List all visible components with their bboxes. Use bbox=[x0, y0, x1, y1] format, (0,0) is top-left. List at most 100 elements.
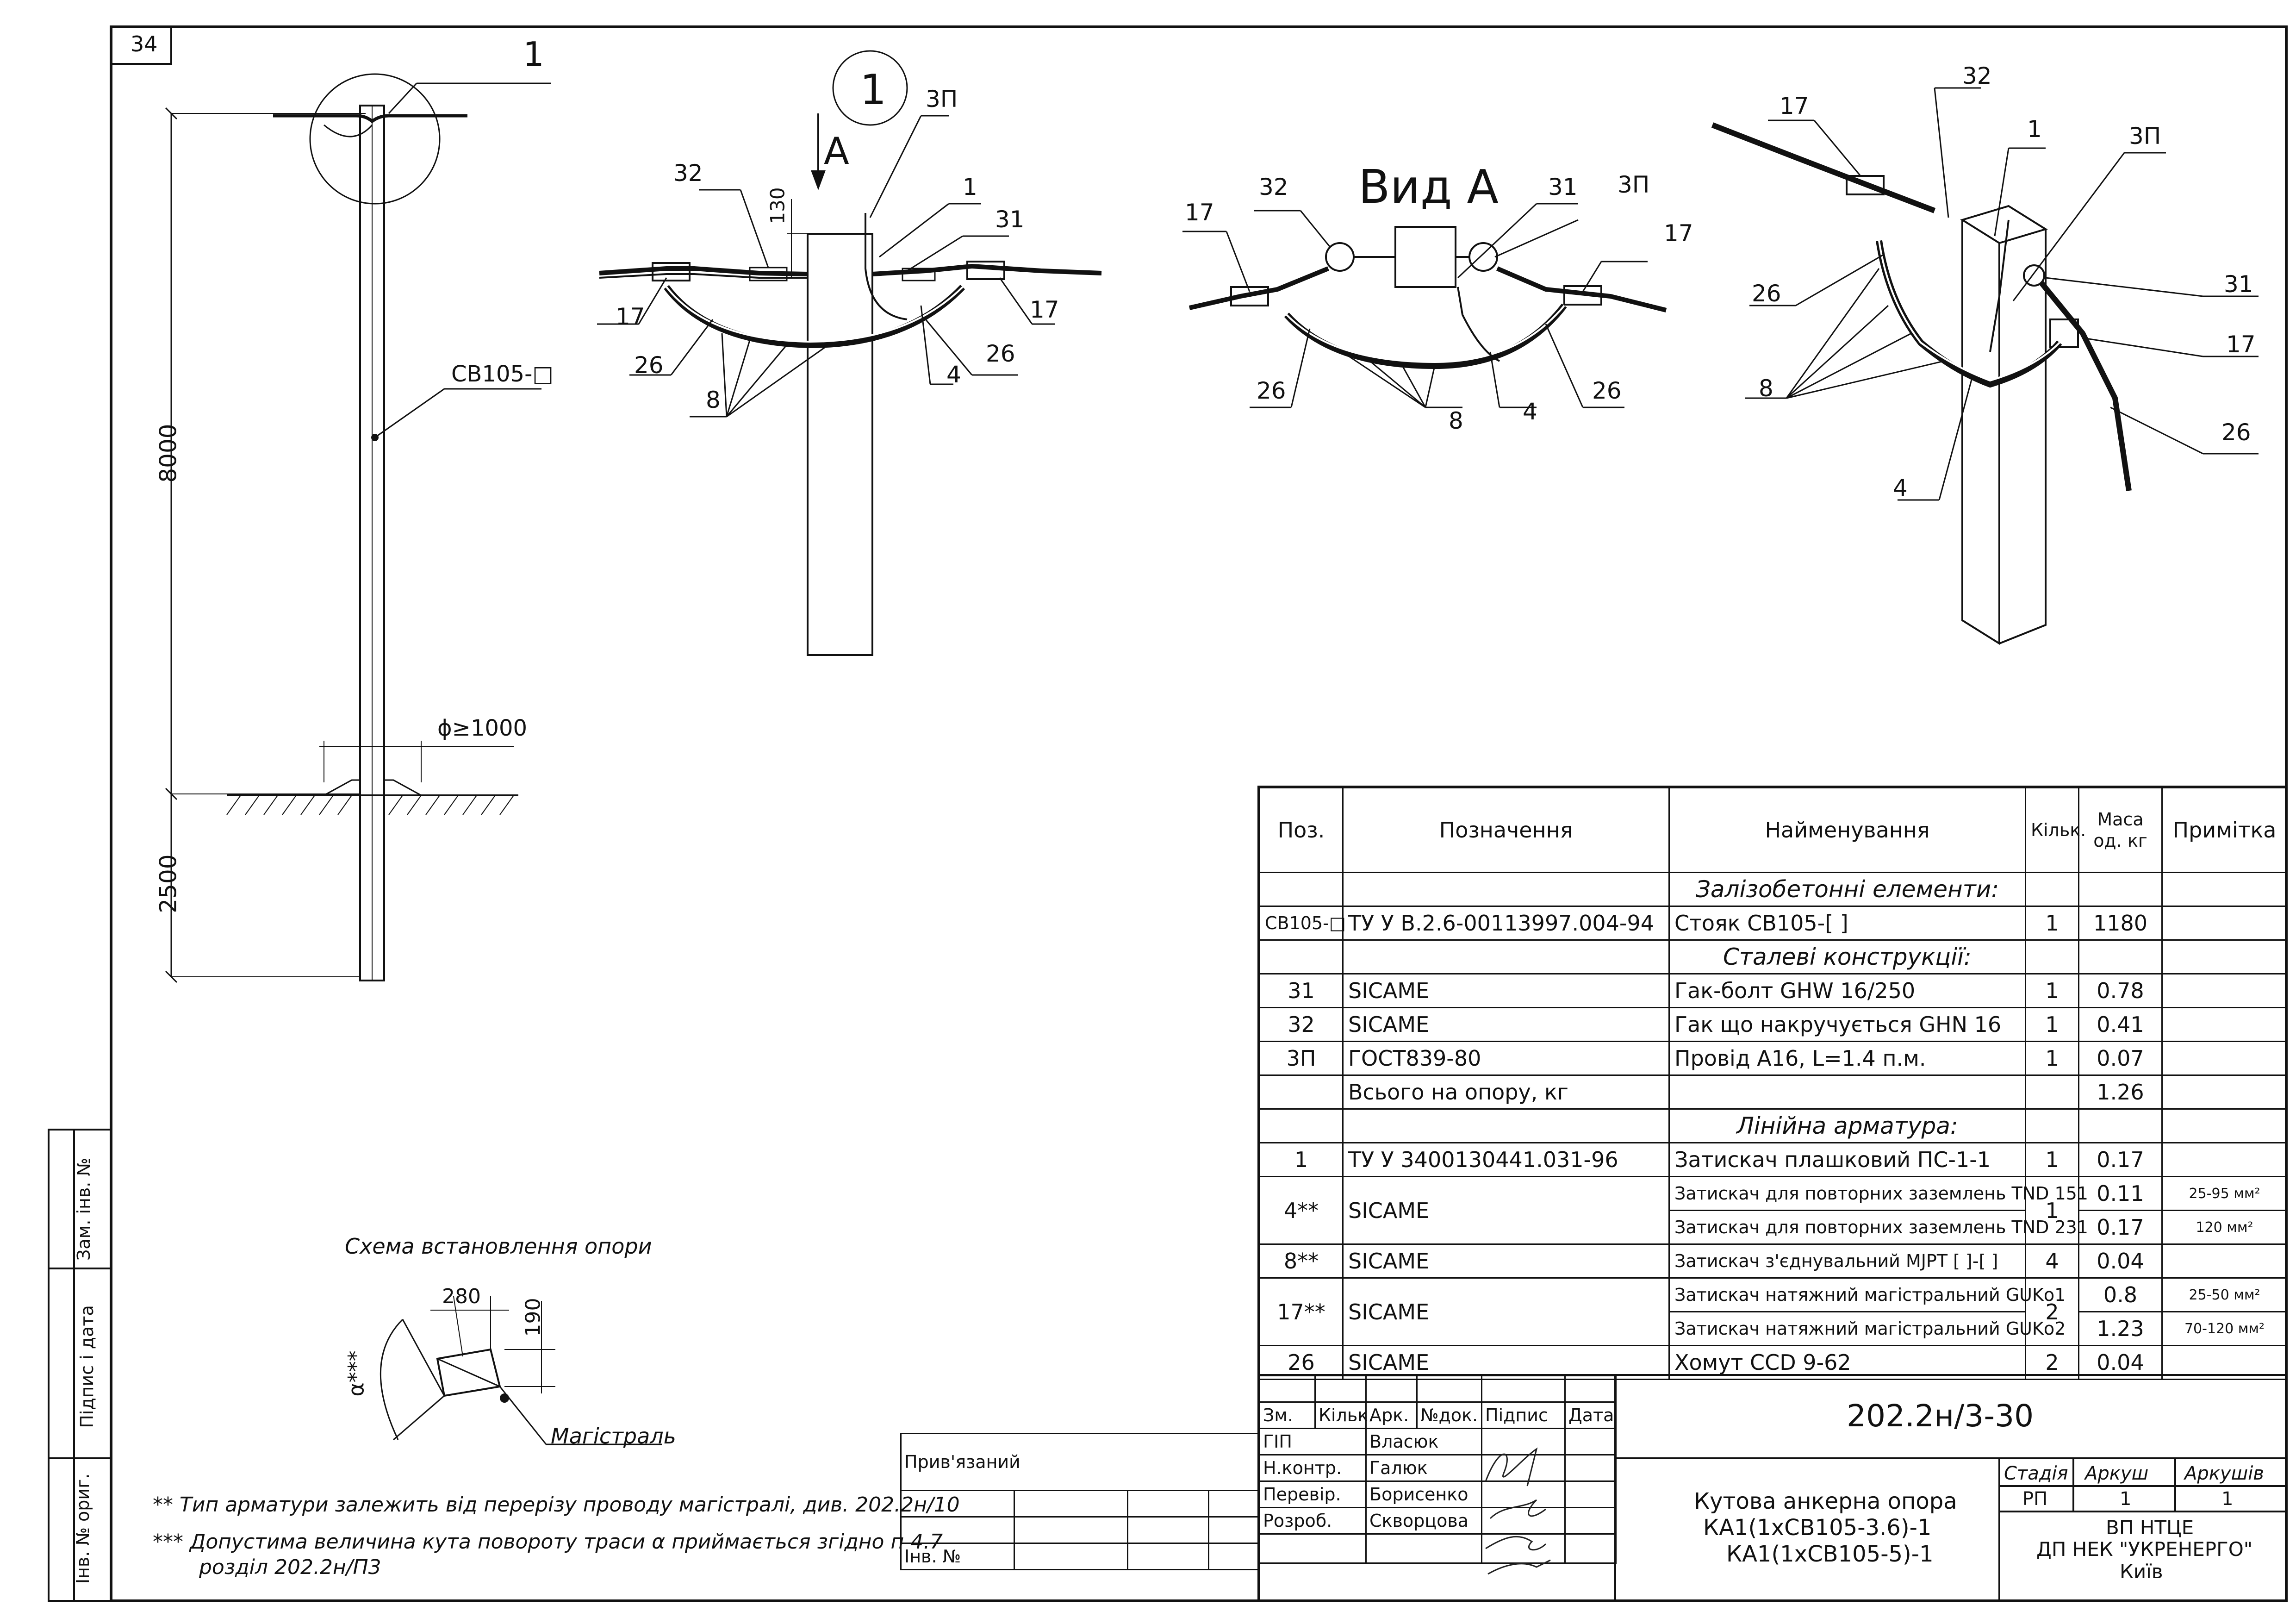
side-stamp-inv-orig: Інв. № ориг. bbox=[73, 1473, 93, 1584]
iso-label-32: 32 bbox=[1962, 62, 1992, 89]
signature bbox=[1481, 1507, 1566, 1535]
depth-below-dim: 2500 bbox=[155, 854, 182, 913]
va-label-26-left: 26 bbox=[1257, 377, 1286, 404]
view-arrow-label: А bbox=[824, 130, 849, 173]
view-a bbox=[1182, 203, 1667, 408]
table-row: Затискач для повторних заземлень TND 231… bbox=[1260, 1210, 2288, 1245]
d1-label-32: 32 bbox=[673, 160, 703, 187]
iso-label-26-right: 26 bbox=[2221, 419, 2251, 446]
install-scheme bbox=[380, 1296, 662, 1445]
va-label-31: 31 bbox=[1548, 174, 1578, 200]
table-row: 26 SICAME Хомут CCD 9-62 2 0.04 bbox=[1259, 1345, 2288, 1380]
table-row: Лінійна арматура: bbox=[1259, 1108, 2288, 1143]
table-row: 17** SICAME Затискач натяжний магістраль… bbox=[1259, 1277, 2288, 1346]
d1-label-1: 1 bbox=[963, 174, 977, 200]
title-line-3: КА1(1хСВ105-5)-1 bbox=[1726, 1541, 1934, 1567]
header-qty: Кільк. bbox=[2025, 787, 2086, 873]
angle-alpha: α*** bbox=[343, 1350, 369, 1397]
table-row: 3П ГОСТ839-80 Провід А16, L=1.4 п.м. 1 0… bbox=[1259, 1041, 2288, 1076]
iso-view bbox=[1711, 87, 2259, 645]
rev-header-row: Зм. Кільк. Арк. №док. Підпис Дата bbox=[1259, 1401, 1617, 1429]
table-row: 8** SICAME Затискач з'єднувальний MJPT [… bbox=[1259, 1243, 2288, 1279]
title-line-1: Кутова анкерна опора bbox=[1694, 1488, 1957, 1514]
d1-label-26-right: 26 bbox=[986, 340, 1015, 367]
iso-label-17-right: 17 bbox=[2226, 331, 2256, 358]
pole-view bbox=[165, 73, 551, 983]
d1-label-3p: 3П bbox=[926, 86, 958, 112]
header-mass: Маса од. кг bbox=[2078, 787, 2163, 873]
table-row: СВ105-□ ТУ У В.2.6-00113997.004-94 Стояк… bbox=[1259, 906, 2288, 941]
d1-label-4: 4 bbox=[946, 361, 961, 388]
table-row: Сталеві конструкції: bbox=[1259, 939, 2288, 974]
table-row: Затискач натяжний магістральний GUKо2 1.… bbox=[1260, 1311, 2288, 1346]
sheets-label: Аркушів bbox=[2184, 1463, 2264, 1484]
table-row: Всього на опору, кг 1.26 bbox=[1259, 1074, 2288, 1110]
pit-diameter-dim: ϕ≥1000 bbox=[437, 715, 528, 741]
d1-label-26-left: 26 bbox=[634, 352, 664, 379]
header-name: Найменування bbox=[1668, 787, 2026, 873]
iso-label-3p: 3П bbox=[2129, 123, 2161, 150]
va-label-3p: 3П bbox=[1618, 171, 1650, 198]
detail-circle bbox=[309, 73, 441, 205]
iso-label-31: 31 bbox=[2224, 271, 2253, 298]
signature bbox=[1481, 1454, 1566, 1482]
staff-row: Розроб. Скворцова bbox=[1259, 1507, 1617, 1535]
dim-190: 190 bbox=[521, 1298, 545, 1337]
staff-row: Н.контр. Галюк bbox=[1259, 1454, 1617, 1482]
binding-block: Прив'язаний Інв. № bbox=[900, 1433, 1261, 1570]
iso-label-8: 8 bbox=[1759, 375, 1773, 402]
spec-header-row: Поз. Позначення Найменування Кільк. Маса… bbox=[1259, 787, 2288, 873]
stage-value: РП bbox=[2022, 1488, 2048, 1510]
inv-no-label: Інв. № bbox=[900, 1543, 1015, 1570]
signature bbox=[1481, 1428, 1566, 1455]
header-pos: Поз. bbox=[1259, 787, 1344, 873]
section-concrete: Залізобетонні елементи: bbox=[1668, 872, 2026, 907]
sheets-value: 1 bbox=[2221, 1488, 2234, 1510]
org-line-1: ВП НТЦЕ bbox=[2106, 1516, 2194, 1539]
pole-callout: 1 bbox=[523, 35, 544, 74]
total-mass: 1.26 bbox=[2078, 1074, 2163, 1110]
sheet-value: 1 bbox=[2120, 1488, 2132, 1510]
iso-label-1: 1 bbox=[2027, 116, 2042, 143]
d1-label-8: 8 bbox=[706, 387, 721, 413]
dim-130: 130 bbox=[766, 187, 789, 225]
iso-label-4: 4 bbox=[1893, 475, 1908, 501]
staff-block: Зм. Кільк. Арк. №док. Підпис Дата ГІП Вл… bbox=[1259, 1375, 1617, 1564]
sheet-number-box bbox=[110, 26, 172, 65]
staff-row: Перевір. Борисенко bbox=[1259, 1480, 1617, 1508]
side-stamp bbox=[48, 1129, 112, 1602]
side-stamp-zam-inv: Зам. інв. № bbox=[73, 1158, 94, 1261]
height-above-dim: 8000 bbox=[155, 424, 182, 483]
va-label-4: 4 bbox=[1523, 398, 1537, 425]
va-label-17-right: 17 bbox=[1664, 220, 1693, 247]
va-label-26-right: 26 bbox=[1592, 377, 1622, 404]
va-label-8: 8 bbox=[1449, 407, 1463, 434]
title-line-2: КА1(1хСВ105-3.6)-1 bbox=[1703, 1515, 1932, 1541]
header-note: Примітка bbox=[2161, 787, 2288, 873]
table-row: 32 SICAME Гак що накручується GHN 16 1 0… bbox=[1259, 1007, 2288, 1042]
va-label-32: 32 bbox=[1259, 174, 1288, 200]
side-stamp-pidpys: Підпис і дата bbox=[76, 1305, 97, 1428]
va-label-17-left: 17 bbox=[1185, 199, 1214, 226]
pole-label: СВ105-□ bbox=[451, 361, 554, 387]
signature bbox=[1481, 1480, 1566, 1508]
iso-label-17-top: 17 bbox=[1780, 93, 1809, 119]
d1-label-17-left: 17 bbox=[616, 303, 645, 330]
dim-280: 280 bbox=[442, 1285, 481, 1308]
note-1: ** Тип арматури залежить від перерізу пр… bbox=[153, 1493, 960, 1517]
detail-circle-label: 1 bbox=[860, 66, 887, 114]
install-scheme-title: Схема встановлення опори bbox=[345, 1234, 652, 1259]
note-2: *** Допустима величина кута повороту тра… bbox=[153, 1530, 943, 1554]
org-line-2: ДП НЕК "УКРЕНЕРГО" bbox=[2036, 1538, 2253, 1561]
d1-label-17-right: 17 bbox=[1030, 296, 1059, 323]
sheet-label: Аркуш bbox=[2085, 1463, 2149, 1484]
staff-row: ГІП Власюк bbox=[1259, 1428, 1617, 1455]
iso-label-26-left: 26 bbox=[1752, 280, 1781, 307]
sheet-number: 34 bbox=[131, 31, 158, 56]
header-designation: Позначення bbox=[1342, 787, 1670, 873]
org-line-3: Київ bbox=[2120, 1560, 2163, 1583]
section-linear: Лінійна арматура: bbox=[1668, 1108, 2026, 1143]
view-a-title: Вид А bbox=[1358, 160, 1499, 214]
privyazanyi-label: Прив'язаний bbox=[900, 1433, 1260, 1491]
